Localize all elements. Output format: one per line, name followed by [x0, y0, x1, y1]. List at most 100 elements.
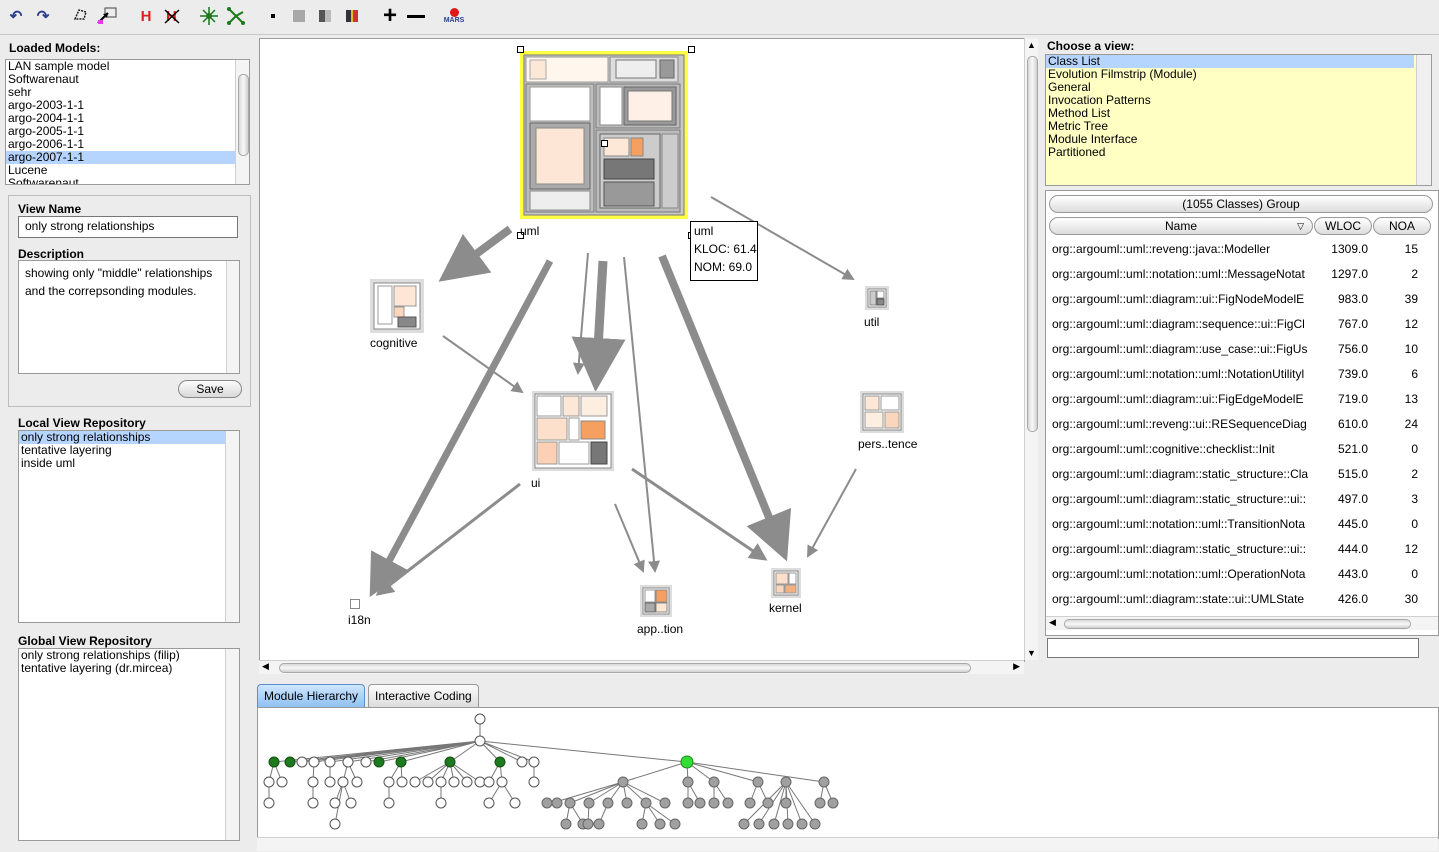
model-item[interactable]: Softwarenaut	[8, 72, 79, 86]
group-header[interactable]: (1055 Classes) Group	[1049, 195, 1433, 213]
model-item[interactable]: Softwarenaut	[8, 176, 79, 185]
module-hierarchy-panel[interactable]	[257, 707, 1439, 839]
canvas-vscrollbar[interactable]: ▲ ▼	[1024, 38, 1038, 660]
table-row[interactable]: org::argouml::uml::diagram::use_case::ui…	[1046, 337, 1428, 362]
resize-handle[interactable]	[688, 46, 695, 53]
local-repo-list[interactable]: only strong relationships tentative laye…	[18, 430, 240, 623]
select-arrow-icon[interactable]	[96, 5, 118, 27]
model-item[interactable]: argo-2004-1-1	[8, 111, 85, 125]
view-item[interactable]: Metric Tree	[1048, 119, 1109, 133]
local-repo-item[interactable]: inside uml	[21, 456, 76, 470]
model-item[interactable]: argo-2006-1-1	[8, 137, 85, 151]
save-button[interactable]: Save	[178, 380, 242, 398]
table-row[interactable]: org::argouml::uml::diagram::sequence::ui…	[1046, 312, 1428, 337]
ui-module-node[interactable]	[532, 391, 614, 471]
resize-handle[interactable]	[601, 140, 608, 147]
table-row[interactable]: org::argouml::uml::reveng::ui::RESequenc…	[1046, 412, 1428, 437]
global-repo-list[interactable]: only strong relationships (filip) tentat…	[18, 648, 240, 841]
global-repo-item[interactable]: only strong relationships (filip)	[21, 648, 180, 662]
table-row[interactable]: org::argouml::uml::diagram::static_struc…	[1046, 487, 1428, 512]
model-item[interactable]: Lucene	[8, 163, 48, 177]
tab-module-hierarchy[interactable]: Module Hierarchy	[257, 684, 366, 707]
scroll-right-icon[interactable]: ▶	[1013, 661, 1020, 671]
model-item[interactable]: argo-2003-1-1	[8, 98, 85, 112]
dot-small-icon[interactable]	[262, 5, 284, 27]
scroll-thumb[interactable]	[279, 663, 971, 673]
view-item[interactable]: Invocation Patterns	[1048, 93, 1151, 107]
class-filter-field[interactable]	[1047, 638, 1419, 658]
description-textarea[interactable]: showing only "middle" relationships and …	[18, 260, 240, 374]
table-row[interactable]: org::argouml::uml::notation::uml::Transi…	[1046, 512, 1428, 537]
column-header-noa[interactable]: NOA	[1373, 217, 1431, 235]
table-row[interactable]: org::argouml::uml::reveng::java::Modelle…	[1046, 237, 1428, 262]
model-item-selected[interactable]: argo-2007-1-1	[6, 151, 236, 164]
redo-icon[interactable]: ↷	[36, 8, 50, 25]
table-row[interactable]: org::argouml::uml::notation::uml::Messag…	[1046, 262, 1428, 287]
scroll-thumb[interactable]	[1064, 619, 1411, 629]
table-row[interactable]: org::argouml::uml::diagram::static_struc…	[1046, 537, 1428, 562]
table-row[interactable]: org::argouml::uml::cognitive::checklist:…	[1046, 437, 1428, 462]
view-list[interactable]: Class List Evolution Filmstrip (Module) …	[1045, 54, 1432, 186]
scroll-down-icon[interactable]: ▼	[1027, 648, 1036, 658]
square-dark-icon[interactable]	[314, 5, 336, 27]
model-item[interactable]: LAN sample model	[8, 59, 110, 73]
view-item[interactable]: Partitioned	[1048, 145, 1106, 159]
scroll-thumb[interactable]	[1027, 56, 1038, 432]
plus-icon[interactable]: +	[382, 2, 397, 29]
table-row[interactable]: org::argouml::uml::diagram::state::ui::U…	[1046, 587, 1428, 612]
i18n-module-node[interactable]	[350, 599, 360, 609]
square-color-icon[interactable]	[341, 5, 363, 27]
view-item[interactable]: Evolution Filmstrip (Module)	[1048, 67, 1197, 81]
mars-icon[interactable]: MARS	[443, 5, 465, 27]
resize-handle[interactable]	[517, 46, 524, 53]
local-repo-item[interactable]: tentative layering	[21, 443, 112, 457]
table-row[interactable]: org::argouml::uml::diagram::ui::FigNodeM…	[1046, 287, 1428, 312]
lasso-icon[interactable]	[70, 5, 92, 27]
canvas-hscrollbar[interactable]: ◀ ▶	[259, 660, 1024, 674]
table-row[interactable]: org::argouml::uml::diagram::static_struc…	[1046, 462, 1428, 487]
table-row[interactable]: org::argouml::uml::notation::uml::Notati…	[1046, 362, 1428, 387]
spread-icon[interactable]	[198, 5, 220, 27]
undo-icon[interactable]: ↶	[9, 8, 23, 25]
column-header-name[interactable]: Name ▽	[1049, 217, 1313, 235]
table-row[interactable]: org::argouml::uml::notation::uml::Operat…	[1046, 562, 1428, 587]
view-list-scrollbar[interactable]	[1416, 55, 1431, 185]
hierarchy-hscrollbar[interactable]	[257, 837, 1438, 851]
global-repo-item[interactable]: tentative layering (dr.mircea)	[21, 661, 173, 675]
loaded-models-list[interactable]: LAN sample model Softwarenaut sehr argo-…	[5, 59, 250, 185]
local-repo-item-selected[interactable]: only strong relationships	[19, 431, 226, 444]
persistence-module-node[interactable]	[860, 391, 904, 433]
table-hscrollbar[interactable]: ◀	[1046, 616, 1438, 630]
class-name: org::argouml::uml::reveng::java::Modelle…	[1052, 242, 1271, 256]
square-grey-icon[interactable]	[288, 5, 310, 27]
view-item[interactable]: Method List	[1048, 106, 1111, 120]
scroll-up-icon[interactable]: ▲	[1027, 40, 1036, 50]
loaded-models-scrollbar[interactable]	[235, 60, 249, 184]
cognitive-module-node[interactable]	[370, 279, 424, 333]
tab-interactive-coding[interactable]: Interactive Coding	[368, 684, 479, 707]
kernel-module-node[interactable]	[771, 568, 801, 598]
scroll-thumb[interactable]	[238, 74, 249, 156]
scroll-left-icon[interactable]: ◀	[1049, 617, 1056, 627]
module-graph-canvas[interactable]: uml uml KLOC: 61.4 NOM: 69.0 cognitive u…	[259, 38, 1025, 662]
scroll-left-icon[interactable]: ◀	[262, 661, 269, 671]
tree-icon[interactable]	[225, 5, 247, 27]
h-cross-icon[interactable]: H	[161, 5, 183, 27]
view-item[interactable]: General	[1048, 80, 1091, 94]
h-icon[interactable]: H	[140, 7, 152, 25]
uml-module-node[interactable]	[520, 51, 688, 219]
model-item[interactable]: sehr	[8, 85, 32, 99]
view-item[interactable]: Module Interface	[1048, 132, 1138, 146]
view-name-field[interactable]: only strong relationships	[18, 216, 238, 238]
model-item[interactable]: argo-2005-1-1	[8, 124, 85, 138]
util-module-node[interactable]	[865, 286, 889, 310]
description-scrollbar[interactable]	[226, 261, 239, 373]
minus-icon[interactable]	[405, 5, 427, 27]
table-row[interactable]: org::argouml::uml::diagram::ui::FigEdgeM…	[1046, 387, 1428, 412]
resize-handle[interactable]	[517, 232, 524, 239]
local-repo-scrollbar[interactable]	[225, 431, 239, 622]
global-repo-scrollbar[interactable]	[225, 649, 239, 840]
application-module-node[interactable]	[640, 585, 672, 617]
column-header-wloc[interactable]: WLOC	[1314, 217, 1372, 235]
view-item-selected[interactable]: Class List	[1046, 55, 1414, 68]
